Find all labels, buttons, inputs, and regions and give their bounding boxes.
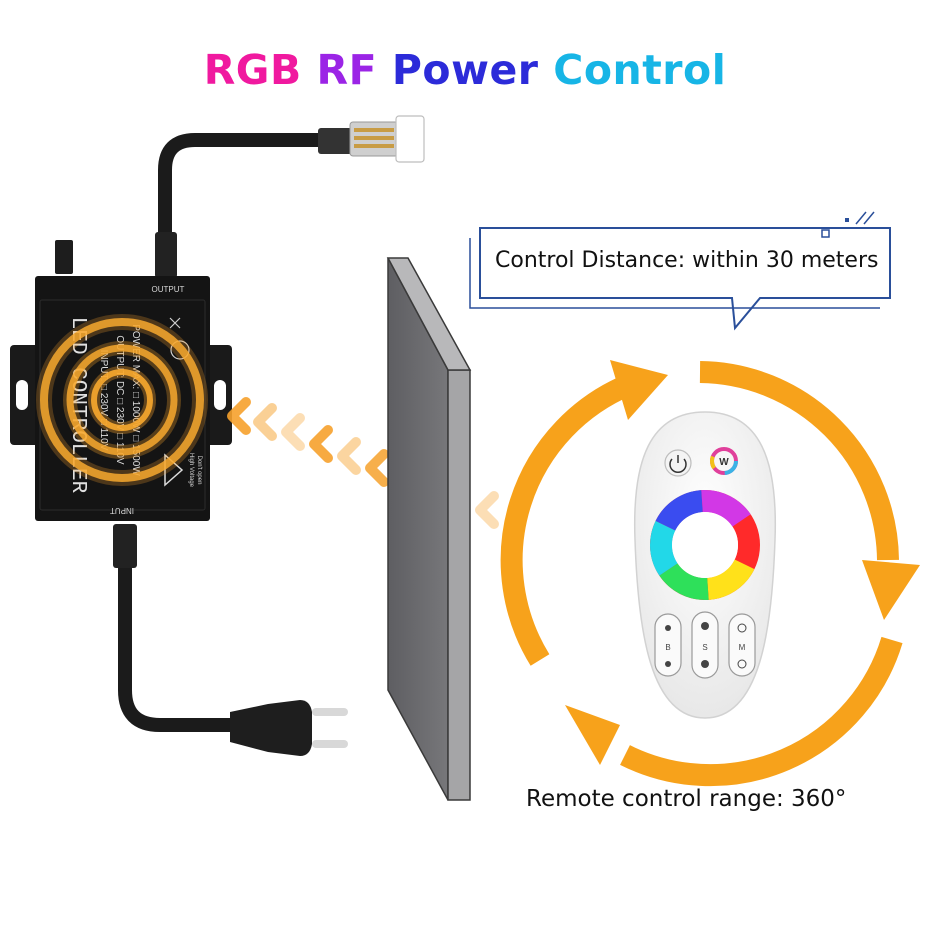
eu-power-plug [230,700,348,756]
svg-text:High Voltage: High Voltage [188,453,194,488]
remote-button-columns [654,611,756,679]
input-label: INPUT [110,506,134,515]
svg-text:M: M [739,643,746,652]
remote-range-caption: Remote control range: 360° [526,786,847,812]
mode-icon [737,623,747,633]
controller-spec-lines: INPUT: □ 230V □ 110V OUTPUT: DC □ 230V □… [98,324,141,476]
rohs-badge [170,340,190,360]
svg-text:Don't open: Don't open [196,456,202,485]
ce-mark [169,317,181,329]
svg-text:POWER MAX: □ 1000W □ 1500W: POWER MAX: □ 1000W □ 1500W [130,324,141,476]
svg-text:W: W [719,457,729,468]
svg-text:B: B [665,643,670,652]
control-distance-caption: Control Distance: within 30 meters [495,248,879,273]
title-word: RGB [203,46,302,94]
white-mode-icon: W [710,447,738,475]
rotation-arrows-360 [500,360,920,787]
output-cable [155,128,352,278]
input-cable [113,524,247,732]
title-word: Power [377,46,539,94]
brightness-icon [665,625,671,631]
output-label: OUTPUT [152,285,185,294]
rf-remote-control: W B S M [633,411,777,719]
page-title: RGB RF Power Control [0,46,930,94]
title-word: RF [301,46,378,94]
svg-text:S: S [702,643,707,652]
svg-text:INPUT: □ 230V □ 110V: INPUT: □ 230V □ 110V [98,350,109,451]
signal-glow-rings [36,314,208,486]
color-wheel[interactable] [650,490,760,600]
svg-text:OUTPUT: DC □ 230V □ 110V: OUTPUT: DC □ 230V □ 110V [114,335,125,464]
led-strip-connector [349,115,425,163]
obstacle-wall [386,257,472,801]
title-word: Control [538,46,727,94]
distance-callout [469,211,891,331]
speed-icon [701,622,709,630]
